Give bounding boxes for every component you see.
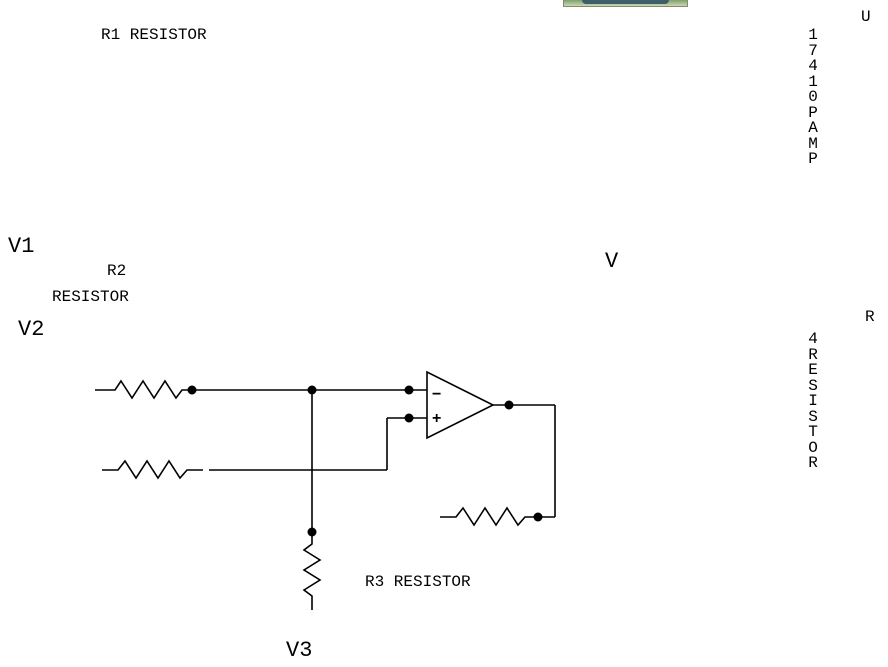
junction-branch: [307, 385, 317, 395]
opamp-plus-sign: +: [432, 410, 441, 427]
junction-inv: [404, 385, 414, 395]
thumbnail-image: [563, 0, 688, 7]
r1-resistor: [95, 379, 192, 400]
r3-label: R3 RESISTOR: [365, 573, 471, 591]
junction-output: [504, 400, 514, 410]
r2-type-label: RESISTOR: [52, 288, 129, 306]
r2-resistor: [102, 459, 203, 480]
r2-name-label: R2: [107, 262, 127, 280]
junction-r1: [187, 385, 197, 395]
v3-label: V3: [286, 638, 313, 663]
opamp-minus-sign: −: [432, 386, 441, 403]
r4-vertical-label: 4RESISTOR: [808, 330, 818, 472]
r4-resistor: [440, 506, 538, 527]
u1-head-label: U: [861, 8, 871, 26]
junction-noninv: [404, 413, 414, 423]
v1-label: V1: [8, 234, 35, 259]
junction-r3: [307, 527, 317, 537]
v2-label: V2: [18, 317, 45, 342]
u1-vertical-label: 17410PAMP: [808, 26, 818, 168]
r4-head-label: R: [865, 308, 875, 326]
r1-label: R1 RESISTOR: [101, 26, 207, 44]
r3-resistor: [302, 532, 322, 610]
vout-label: V: [605, 249, 619, 274]
opamp-triangle: [426, 370, 495, 440]
junction-feedback: [533, 512, 543, 522]
